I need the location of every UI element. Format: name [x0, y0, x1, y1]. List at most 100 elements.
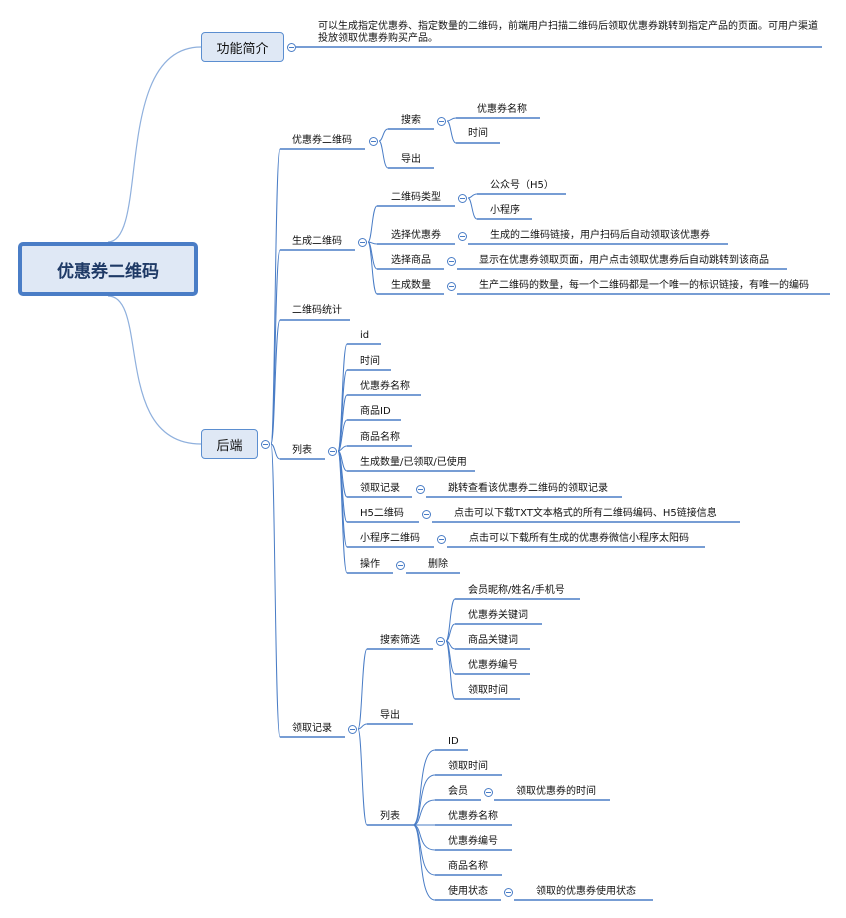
branch-curve: [337, 419, 348, 452]
branch-curve: [445, 623, 456, 642]
branch-curve: [412, 824, 436, 876]
claims-node[interactable]: 领取记录: [292, 723, 332, 734]
branch-curve: [337, 450, 348, 548]
branch-curve: [337, 450, 348, 498]
branch-curve: [270, 443, 281, 460]
claim-record-node[interactable]: 领取记录: [360, 483, 400, 494]
h5-qr-note: 点击可以下载TXT文本格式的所有二维码编码、H5链接信息: [454, 508, 717, 519]
branch-curve: [412, 824, 436, 901]
claims-list-node[interactable]: 列表: [380, 811, 400, 822]
collapse-icon[interactable]: [358, 238, 367, 247]
branch-curve: [357, 728, 368, 826]
mini-qr-node[interactable]: 小程序二维码: [360, 533, 420, 544]
filter-item: 优惠券关键词: [468, 610, 528, 621]
branch-curve: [367, 241, 378, 295]
collapse-icon[interactable]: [369, 137, 378, 146]
select-coupon-note: 生成的二维码链接，用户扫码后自动领取该优惠券: [490, 230, 710, 241]
collapse-icon[interactable]: [328, 447, 337, 456]
stats-node[interactable]: 二维码统计: [292, 305, 342, 316]
qr-type-node[interactable]: 二维码类型: [391, 192, 441, 203]
branch-curve: [445, 640, 456, 700]
search-node[interactable]: 搜索: [401, 115, 421, 126]
branch-curve: [367, 241, 378, 270]
mini-qr-note: 点击可以下载所有生成的优惠券微信小程序太阳码: [469, 533, 689, 544]
intro-node[interactable]: 功能简介: [201, 32, 284, 62]
branch-curve: [107, 295, 202, 445]
gen-count-node[interactable]: 生成数量: [391, 280, 431, 291]
list-item: 商品ID: [360, 406, 391, 417]
collapse-icon[interactable]: [437, 117, 446, 126]
branch-curve: [367, 241, 378, 245]
collapse-icon[interactable]: [348, 725, 357, 734]
root-node[interactable]: 优惠券二维码: [18, 242, 198, 296]
collapse-icon[interactable]: [422, 510, 431, 519]
claims-list-item: 商品名称: [448, 861, 488, 872]
branch-curve: [270, 319, 281, 445]
collapse-icon[interactable]: [504, 888, 513, 897]
collapse-icon[interactable]: [261, 440, 270, 449]
collapse-icon[interactable]: [484, 788, 493, 797]
list-item: 商品名称: [360, 432, 400, 443]
claims-list-item: 优惠券编号: [448, 836, 498, 847]
branch-curve: [270, 249, 281, 445]
member-node[interactable]: 会员: [448, 786, 468, 797]
intro-description: 可以生成指定优惠券、指定数量的二维码，前端用户扫描二维码后领取优惠券跳转到指定产…: [318, 21, 818, 44]
branch-curve: [337, 343, 348, 452]
list-item: 生成数量/已领取/已使用: [360, 457, 467, 468]
collapse-icon[interactable]: [396, 561, 405, 570]
collapse-icon[interactable]: [458, 194, 467, 203]
branch-curve: [270, 148, 281, 445]
branch-curve: [367, 205, 378, 243]
collapse-icon[interactable]: [447, 257, 456, 266]
filter-item: 优惠券编号: [468, 660, 518, 671]
h5-qr-node[interactable]: H5二维码: [360, 508, 404, 519]
branch-curve: [467, 193, 478, 199]
claims-list-item: 领取时间: [448, 761, 488, 772]
status-node[interactable]: 使用状态: [448, 886, 488, 897]
branch-curve: [412, 824, 436, 851]
collapse-icon[interactable]: [458, 232, 467, 241]
export-node[interactable]: 导出: [401, 154, 421, 165]
select-product-node[interactable]: 选择商品: [391, 255, 431, 266]
branch-curve: [378, 128, 389, 142]
delete-action[interactable]: 删除: [428, 559, 448, 570]
branch-curve: [467, 197, 478, 220]
collapse-icon[interactable]: [437, 535, 446, 544]
generate-node[interactable]: 生成二维码: [292, 236, 342, 247]
list-item: 时间: [360, 356, 380, 367]
search-item: 时间: [468, 128, 488, 139]
backend-node[interactable]: 后端: [201, 429, 258, 459]
collapse-icon[interactable]: [287, 43, 296, 52]
select-coupon-node[interactable]: 选择优惠券: [391, 230, 441, 241]
filter-item: 领取时间: [468, 685, 508, 696]
branch-curve: [445, 640, 456, 650]
status-note: 领取的优惠券使用状态: [536, 886, 636, 897]
list-node[interactable]: 列表: [292, 445, 312, 456]
claim-record-note: 跳转查看该优惠券二维码的领取记录: [448, 483, 608, 494]
branch-curve: [412, 799, 436, 826]
coupon-qr-node[interactable]: 优惠券二维码: [292, 135, 352, 146]
branch-curve: [357, 723, 368, 730]
gen-count-note: 生产二维码的数量，每一个二维码都是一个唯一的标识链接，有唯一的编码: [479, 280, 809, 291]
branch-curve: [337, 450, 348, 523]
branch-curve: [446, 117, 457, 122]
branch-curve: [337, 450, 348, 574]
filter-node[interactable]: 搜索筛选: [380, 635, 420, 646]
collapse-icon[interactable]: [416, 485, 425, 494]
qr-type-item: 小程序: [490, 205, 520, 216]
branch-curve: [357, 648, 368, 730]
collapse-icon[interactable]: [447, 282, 456, 291]
branch-curve: [446, 120, 457, 144]
branch-curve: [337, 394, 348, 452]
branch-curve: [107, 46, 202, 243]
branch-curve: [412, 774, 436, 826]
search-item: 优惠券名称: [477, 104, 527, 115]
branch-curve: [445, 598, 456, 642]
claims-export-node[interactable]: 导出: [380, 710, 400, 721]
action-node[interactable]: 操作: [360, 559, 380, 570]
branch-curve: [337, 445, 348, 452]
collapse-icon[interactable]: [436, 637, 445, 646]
branch-curve: [378, 140, 389, 169]
branch-curve: [337, 450, 348, 472]
